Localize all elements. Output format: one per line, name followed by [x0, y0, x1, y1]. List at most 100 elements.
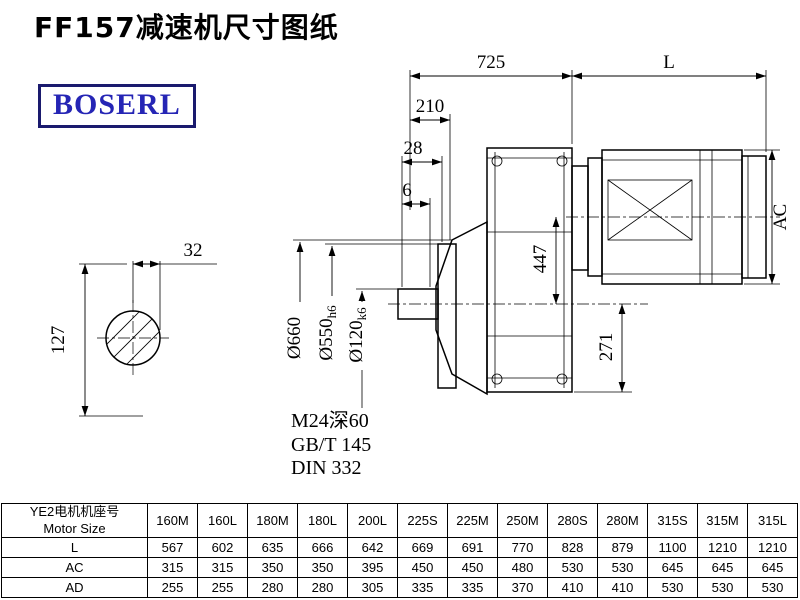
column-header: 250M	[497, 503, 548, 538]
value-cell: 350	[297, 557, 348, 578]
housing-bolt-hole	[556, 373, 568, 385]
value-cell: 530	[747, 577, 798, 598]
column-header: 315S	[647, 503, 698, 538]
dim-550-label: Ø550h6	[316, 305, 339, 361]
page-title: FF157减速机尺寸图纸	[34, 11, 339, 44]
value-cell: 530	[647, 577, 698, 598]
dim-660-label: Ø660	[284, 317, 305, 359]
dim-motor-length: L	[572, 52, 767, 152]
shaft-end-view	[97, 261, 169, 378]
dim-L-label: L	[663, 52, 675, 73]
value-cell: 567	[147, 537, 198, 558]
motor-nameplate	[607, 179, 693, 241]
column-header: 200L	[347, 503, 398, 538]
value-cell: 305	[347, 577, 398, 598]
value-cell: 280	[297, 577, 348, 598]
dim-210-label: 210	[416, 96, 445, 117]
value-cell: 335	[397, 577, 448, 598]
value-cell: 315	[147, 557, 198, 578]
column-header: 280S	[547, 503, 598, 538]
fan-cover	[741, 155, 767, 279]
dim-32-label: 32	[184, 240, 203, 261]
value-cell: 879	[597, 537, 648, 558]
gearbox-side-view	[388, 147, 780, 396]
value-cell: 410	[547, 577, 598, 598]
value-cell: 480	[497, 557, 548, 578]
column-header: 225S	[397, 503, 448, 538]
dim-271: 271	[574, 304, 632, 393]
dim-127: 127	[48, 263, 143, 417]
housing-bolt-hole	[556, 155, 568, 167]
dim-447-label: 447	[530, 245, 551, 274]
row-label: AD	[1, 577, 148, 598]
dim-32: 32	[133, 240, 217, 268]
brand-logo-text: BOSERL	[53, 88, 181, 121]
dim-flange-od: Ø660	[284, 239, 452, 359]
value-cell: 370	[497, 577, 548, 598]
value-cell: 1210	[697, 537, 748, 558]
standard-gbt: GB/T 145	[291, 434, 371, 456]
column-header: 315L	[747, 503, 798, 538]
value-cell: 335	[447, 577, 498, 598]
dim-127-label: 127	[48, 326, 69, 355]
table-title-cell: YE2电机机座号 Motor Size	[1, 503, 148, 538]
table-title-en: Motor Size	[43, 520, 106, 536]
column-header: 180L	[297, 503, 348, 538]
flange-bell	[435, 220, 488, 396]
value-cell: 255	[147, 577, 198, 598]
value-cell: 1210	[747, 537, 798, 558]
value-cell: 828	[547, 537, 598, 558]
value-cell: 691	[447, 537, 498, 558]
value-cell: 315	[197, 557, 248, 578]
column-header: 225M	[447, 503, 498, 538]
value-cell: 530	[547, 557, 598, 578]
dim-28: 28	[401, 138, 443, 287]
thread-spec: M24深60	[291, 409, 369, 432]
dim-AC-label: AC	[770, 204, 791, 230]
technical-drawing: 32 127	[48, 52, 791, 479]
value-cell: 645	[697, 557, 748, 578]
value-cell: 450	[397, 557, 448, 578]
value-cell: 645	[747, 557, 798, 578]
value-cell: 280	[247, 577, 298, 598]
dim-210: 210	[410, 96, 451, 240]
column-header: 160M	[147, 503, 198, 538]
value-cell: 635	[247, 537, 298, 558]
value-cell: 410	[597, 577, 648, 598]
column-header: 160L	[197, 503, 248, 538]
value-cell: 669	[397, 537, 448, 558]
dim-shaft-bore-dia: Ø120k6	[346, 288, 398, 408]
dim-271-label: 271	[596, 333, 617, 362]
dim-28-label: 28	[404, 138, 423, 159]
dim-6: 6	[402, 180, 431, 287]
value-cell: 350	[247, 557, 298, 578]
value-cell: 450	[447, 557, 498, 578]
value-cell: 395	[347, 557, 398, 578]
flange-plate	[437, 243, 457, 389]
value-cell: 770	[497, 537, 548, 558]
column-header: 280M	[597, 503, 648, 538]
value-cell: 530	[597, 557, 648, 578]
value-cell: 602	[197, 537, 248, 558]
dim-6-label: 6	[402, 180, 412, 201]
value-cell: 255	[197, 577, 248, 598]
motor-adapter	[571, 165, 589, 271]
value-cell: 645	[647, 557, 698, 578]
value-cell: 666	[297, 537, 348, 558]
dim-725-label: 725	[477, 52, 506, 73]
brand-logo: BOSERL	[38, 84, 196, 128]
standard-din: DIN 332	[291, 457, 362, 479]
column-header: 315M	[697, 503, 748, 538]
value-cell: 642	[347, 537, 398, 558]
dim-725: 725	[409, 52, 573, 210]
table-title-cn: YE2电机机座号	[29, 504, 120, 520]
dim-120-label: Ø120k6	[346, 307, 369, 363]
dim-motor-height-AC: AC	[744, 149, 791, 285]
dim-spigot-dia: Ø550h6	[316, 243, 438, 361]
